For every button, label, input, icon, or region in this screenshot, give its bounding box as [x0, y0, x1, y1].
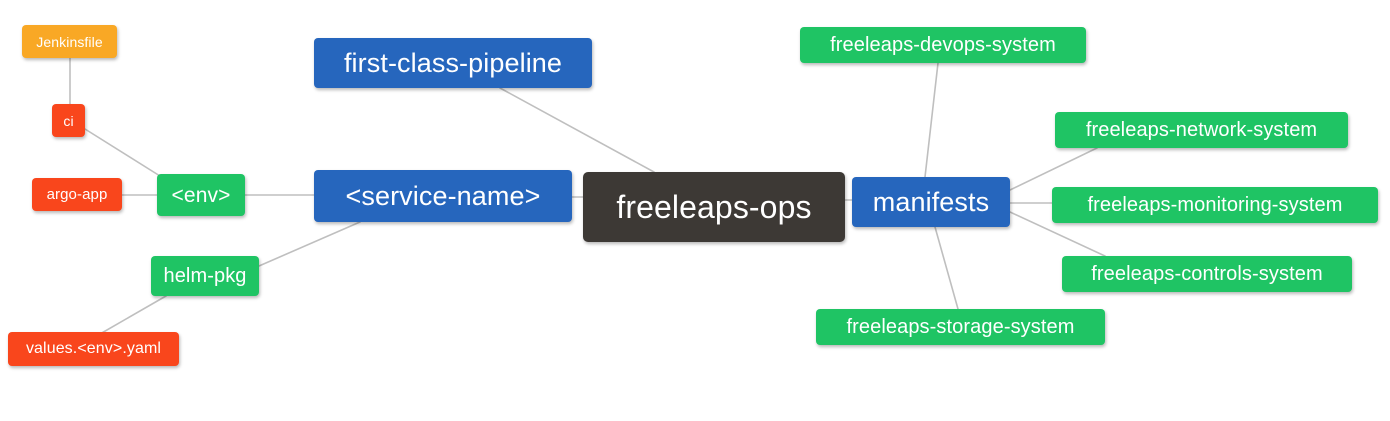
edge-manifests-to-freeleaps-devops-system: [924, 62, 939, 178]
node-freeleaps-controls-system[interactable]: freeleaps-controls-system: [1062, 256, 1352, 292]
node-freeleaps-storage-system[interactable]: freeleaps-storage-system: [816, 309, 1105, 345]
node-freeleaps-devops-system[interactable]: freeleaps-devops-system: [800, 27, 1086, 63]
node-first-class-pipeline[interactable]: first-class-pipeline: [314, 38, 592, 88]
node-freeleaps-monitoring-system[interactable]: freeleaps-monitoring-system: [1052, 187, 1378, 223]
node-env[interactable]: <env>: [157, 174, 245, 216]
edge-first-class-pipeline-to-freeleaps-ops: [499, 87, 655, 173]
node-jenkinsfile[interactable]: Jenkinsfile: [22, 25, 117, 58]
node-freeleaps-ops[interactable]: freeleaps-ops: [583, 172, 845, 242]
node-ci[interactable]: ci: [52, 104, 85, 137]
node-manifests[interactable]: manifests: [852, 177, 1010, 227]
edge-service-name-to-helm-pkg: [258, 221, 361, 267]
edge-ci-to-env: [84, 128, 161, 177]
node-helm-pkg[interactable]: helm-pkg: [151, 256, 259, 296]
edge-manifests-to-freeleaps-network-system: [1009, 147, 1098, 191]
edge-manifests-to-freeleaps-storage-system: [934, 226, 959, 310]
node-argo-app[interactable]: argo-app: [32, 178, 122, 211]
node-values-env-yaml[interactable]: values.<env>.yaml: [8, 332, 179, 366]
node-service-name[interactable]: <service-name>: [314, 170, 572, 222]
edge-helm-pkg-to-values-env-yaml: [99, 295, 167, 335]
node-freeleaps-network-system[interactable]: freeleaps-network-system: [1055, 112, 1348, 148]
